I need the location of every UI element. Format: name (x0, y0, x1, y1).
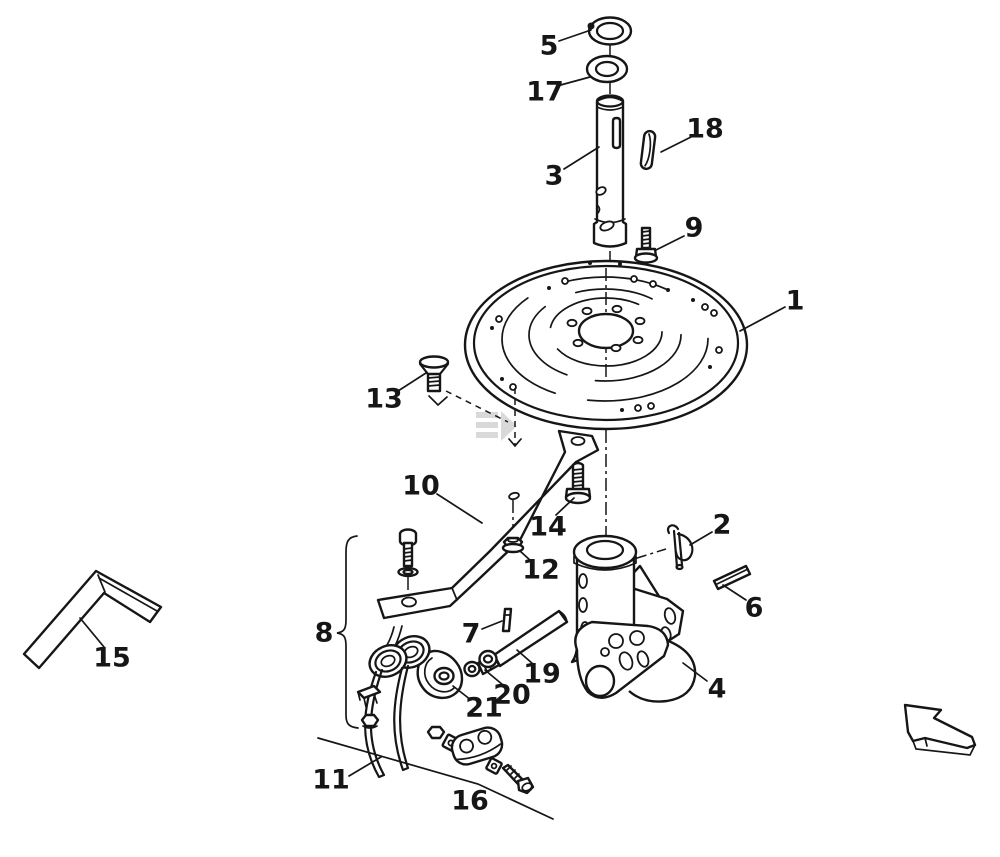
callout-11: 11 (312, 765, 350, 796)
callout-leader-10 (436, 493, 483, 524)
callout-19: 19 (523, 659, 561, 690)
callout-18: 18 (686, 114, 724, 145)
part-8-bolt-washer (397, 528, 419, 578)
callout-leader-14 (555, 497, 575, 516)
spring-nut (360, 713, 380, 729)
callout-leader-9 (655, 235, 685, 251)
part-4-housing (570, 534, 697, 703)
callout-7: 7 (462, 619, 481, 650)
callout-4: 4 (708, 674, 727, 705)
disc-bolt-holes (566, 304, 646, 353)
part-11-spring (356, 625, 431, 779)
callout-17: 17 (526, 77, 564, 108)
callout-5: 5 (540, 31, 559, 62)
part-6-pin (712, 564, 752, 591)
callout-6: 6 (745, 593, 764, 624)
callout-20: 20 (493, 680, 531, 711)
part-16-clamp-group (426, 725, 535, 795)
part-8-brace (336, 535, 359, 729)
callout-leader-20 (484, 669, 504, 686)
callout-16: 16 (451, 786, 489, 817)
part-21-link (416, 649, 464, 700)
part-5-snap-ring (587, 16, 633, 46)
clamp-bolt (501, 763, 535, 795)
callout-leader-11 (348, 756, 382, 777)
callout-13: 13 (365, 384, 403, 415)
disc-rim-holes (490, 261, 723, 412)
part-12-flange-nut (501, 536, 525, 554)
callout-leader-13 (397, 372, 427, 392)
callout-leader-6 (722, 584, 747, 601)
callout-1: 1 (786, 286, 805, 317)
callout-leader-19 (516, 649, 534, 665)
part-15-angle-bar (22, 569, 163, 670)
callout-9: 9 (685, 213, 704, 244)
callout-8: 8 (315, 618, 334, 649)
callout-2: 2 (713, 510, 732, 541)
part-1-disc-plate (463, 259, 749, 431)
part-9-bolt (633, 226, 659, 264)
callout-10: 10 (402, 471, 440, 502)
callout-leader-5 (558, 29, 592, 42)
part-16-bracket-line (317, 737, 554, 820)
callout-15: 15 (93, 643, 131, 674)
spring-clip (356, 684, 382, 708)
part-2-clip (666, 524, 694, 571)
callout-21: 21 (465, 693, 503, 724)
callout-3: 3 (545, 161, 564, 192)
callout-12: 12 (522, 555, 560, 586)
part-13-screw (418, 355, 522, 448)
part-20-washers (463, 649, 498, 678)
part-17-washer (585, 54, 629, 84)
part-18-key (639, 129, 657, 171)
direction-arrow-icon (903, 703, 977, 756)
part-14-bolt (564, 461, 592, 505)
callout-leader-4 (682, 662, 708, 682)
callout-leader-1 (739, 306, 786, 332)
part-3-shaft (592, 94, 628, 248)
callout-leader-21 (452, 685, 472, 701)
callout-leader-15 (79, 617, 105, 648)
part-7-pin (501, 607, 513, 633)
callout-14: 14 (529, 512, 567, 543)
callout-leader-18 (660, 135, 694, 153)
callout-leader-3 (563, 146, 600, 170)
watermark-logo-icon (476, 411, 517, 441)
callout-leader-17 (556, 76, 591, 87)
callout-leader-7 (481, 620, 503, 630)
callout-leader-12 (519, 550, 532, 562)
callout-leader-2 (689, 531, 713, 546)
